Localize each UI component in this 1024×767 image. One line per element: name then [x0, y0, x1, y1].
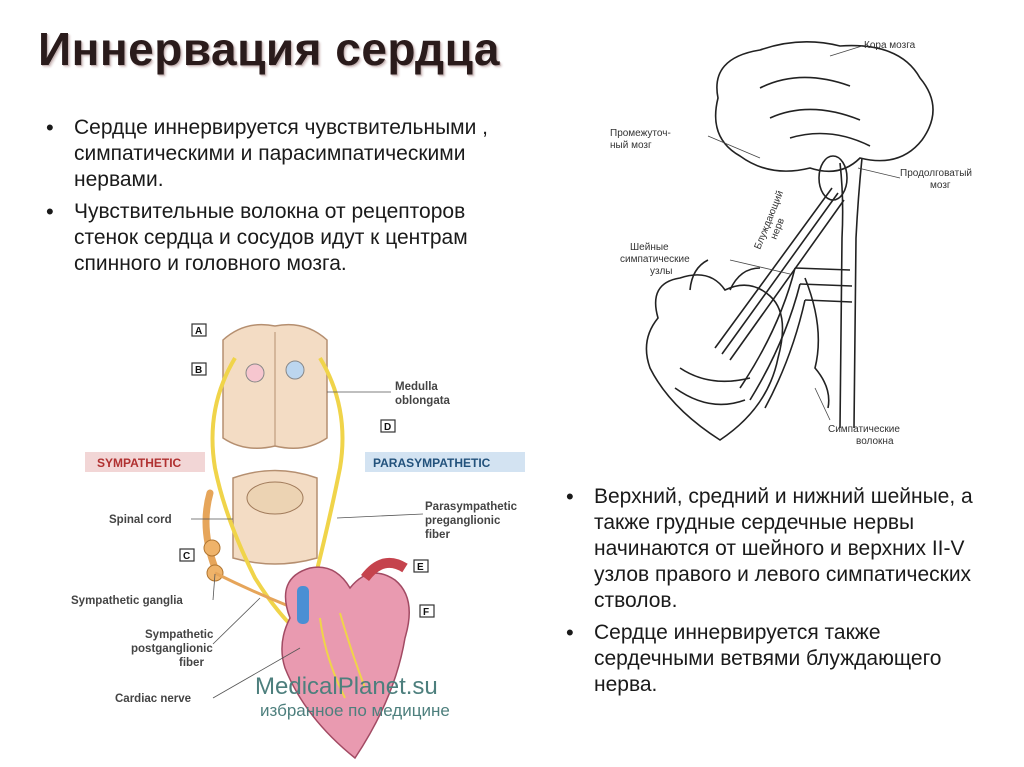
heart-innervation-illustration: SYMPATHETIC PARASYMPATHETIC A B C D E F … [71, 323, 525, 760]
bullet-item: Сердце иннервируется также сердечными ве… [560, 620, 990, 698]
label-cervical-2: симпатические [620, 254, 690, 265]
label-cardiac-nerve: Cardiac nerve [115, 693, 191, 705]
svg-text:C: C [183, 551, 190, 562]
parasympathetic-banner [365, 452, 525, 472]
label-parasympathetic-1: Parasympathetic [425, 501, 518, 513]
brain-heart-line-drawing: Кора мозга Промежуточ- ный мозг Продолго… [610, 40, 972, 447]
label-symp-post-2: postganglionic [131, 643, 213, 655]
tag-f: F [419, 604, 435, 618]
label-medulla-2: мозг [930, 180, 951, 191]
slide-title: Иннервация сердца [38, 23, 500, 75]
tag-b: B [191, 362, 207, 376]
watermark-site: MedicalPlanet.su [255, 673, 438, 700]
svg-text:A: A [195, 326, 202, 337]
label-parasympathetic-2: preganglionic [425, 515, 501, 527]
svg-text:F: F [423, 607, 429, 618]
label-cervical-3: узлы [650, 266, 673, 277]
label-cervical-1: Шейные [630, 242, 669, 253]
tag-a: A [191, 323, 207, 337]
label-diencephalon-2: ный мозг [610, 140, 652, 151]
label-parasympathetic-3: fiber [425, 529, 450, 541]
svg-text:B: B [195, 365, 202, 376]
tag-c: C [179, 548, 195, 562]
label-medulla-2: oblongata [395, 395, 451, 407]
left-bullet-list: Сердце иннервируется чувствительными , с… [40, 115, 530, 283]
parasympathetic-label: PARASYMPATHETIC [373, 456, 491, 470]
bullet-item: Верхний, средний и нижний шейные, а такж… [560, 484, 990, 614]
label-sympathetic-ganglia: Sympathetic ganglia [71, 595, 183, 607]
sympathetic-banner [85, 452, 205, 472]
svg-text:E: E [417, 562, 424, 573]
tag-e: E [413, 559, 429, 573]
label-cortex: Кора мозга [864, 40, 916, 51]
label-symp-post-1: Sympathetic [145, 629, 214, 641]
bullet-item: Сердце иннервируется чувствительными , с… [40, 115, 530, 193]
label-spinal-cord: Spinal cord [109, 514, 172, 526]
tag-d: D [380, 419, 396, 433]
bullet-item: Чувствительные волокна от рецепторов сте… [40, 199, 530, 277]
label-symp-post-3: fiber [179, 657, 204, 669]
label-medulla-1: Medulla [395, 381, 438, 393]
label-symp-fibers-1: Симпатические [828, 424, 900, 435]
label-symp-fibers-2: волокна [856, 436, 894, 447]
label-medulla-1: Продолговатый [900, 168, 972, 179]
watermark-tagline: избранное по медицине [260, 701, 450, 720]
svg-text:D: D [384, 422, 391, 433]
label-diencephalon-1: Промежуточ- [610, 128, 671, 139]
sympathetic-label: SYMPATHETIC [97, 456, 182, 470]
right-bullet-list: Верхний, средний и нижний шейные, а такж… [560, 484, 990, 704]
